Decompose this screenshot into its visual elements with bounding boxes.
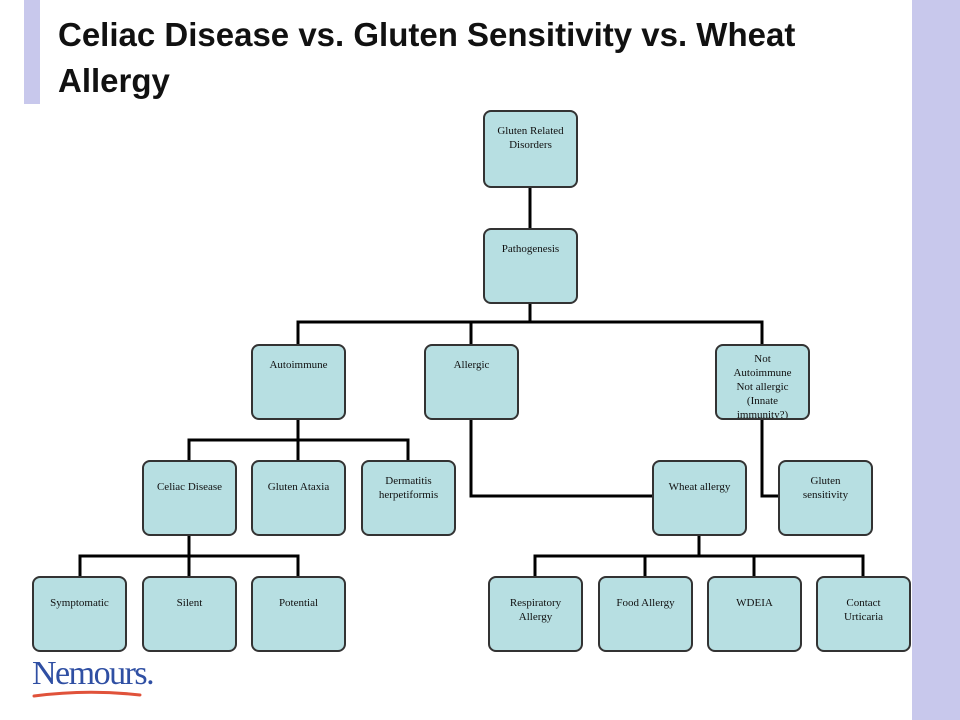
node-label-line: Potential [278, 597, 319, 609]
node-label-line: Symptomatic [50, 597, 109, 609]
node-label-line: Gluten [810, 475, 841, 487]
node-pathogenesis: Pathogenesis [483, 228, 578, 304]
node-wheat-allergy: Wheat allergy [652, 460, 747, 536]
nemours-logo-text: Nemours. [32, 655, 155, 692]
node-symptomatic: Symptomatic [32, 576, 127, 652]
node-food-allergy: Food Allergy [598, 576, 693, 652]
node-label-line: Wheat allergy [668, 481, 731, 493]
node-label-line: immunity?) [736, 409, 789, 420]
node-label-line: Contact [846, 597, 881, 609]
slide-title-accent-bar [24, 0, 40, 104]
node-label-line: Not [754, 353, 771, 365]
node-label-line: Autoimmune [269, 359, 328, 371]
node-allergic: Allergic [424, 344, 519, 420]
node-label-line: Respiratory [509, 597, 562, 609]
node-dermatitis-herpetiformis: Dermatitis herpetiformis [361, 460, 456, 536]
node-label-line: Celiac Disease [156, 481, 223, 493]
node-label-line: WDEIA [736, 597, 773, 609]
node-autoimmune: Autoimmune [251, 344, 346, 420]
node-label-line: Autoimmune [733, 367, 792, 379]
node-celiac-disease: Celiac Disease [142, 460, 237, 536]
node-gluten-ataxia: Gluten Ataxia [251, 460, 346, 536]
node-label-line: Silent [176, 597, 203, 609]
slide-title: Celiac Disease vs. Gluten Sensitivity vs… [58, 16, 796, 99]
node-label-line: herpetiformis [378, 489, 439, 501]
node-label-line: Allergy [518, 611, 553, 623]
node-label-line: Disorders [509, 139, 552, 151]
node-label-line: Pathogenesis [501, 243, 560, 255]
logo-swoosh-icon [32, 690, 142, 698]
node-label-line: Dermatitis [385, 475, 432, 487]
node-potential: Potential [251, 576, 346, 652]
node-gluten-sensitivity: Gluten sensitivity [778, 460, 873, 536]
node-label-line: (Innate [746, 395, 779, 407]
node-label-line: Food Allergy [616, 597, 675, 609]
nemours-logo: Nemours. [32, 656, 162, 700]
node-silent: Silent [142, 576, 237, 652]
node-label-line: Gluten Related [497, 125, 564, 137]
node-label-line: sensitivity [802, 489, 849, 501]
node-label-line: Allergic [453, 359, 490, 371]
node-label-line: Urticaria [843, 611, 884, 623]
node-label-line: Gluten Ataxia [267, 481, 330, 493]
node-wdeia: WDEIA [707, 576, 802, 652]
slide-right-accent-band [912, 0, 960, 720]
node-label-line: Not allergic [736, 381, 789, 393]
